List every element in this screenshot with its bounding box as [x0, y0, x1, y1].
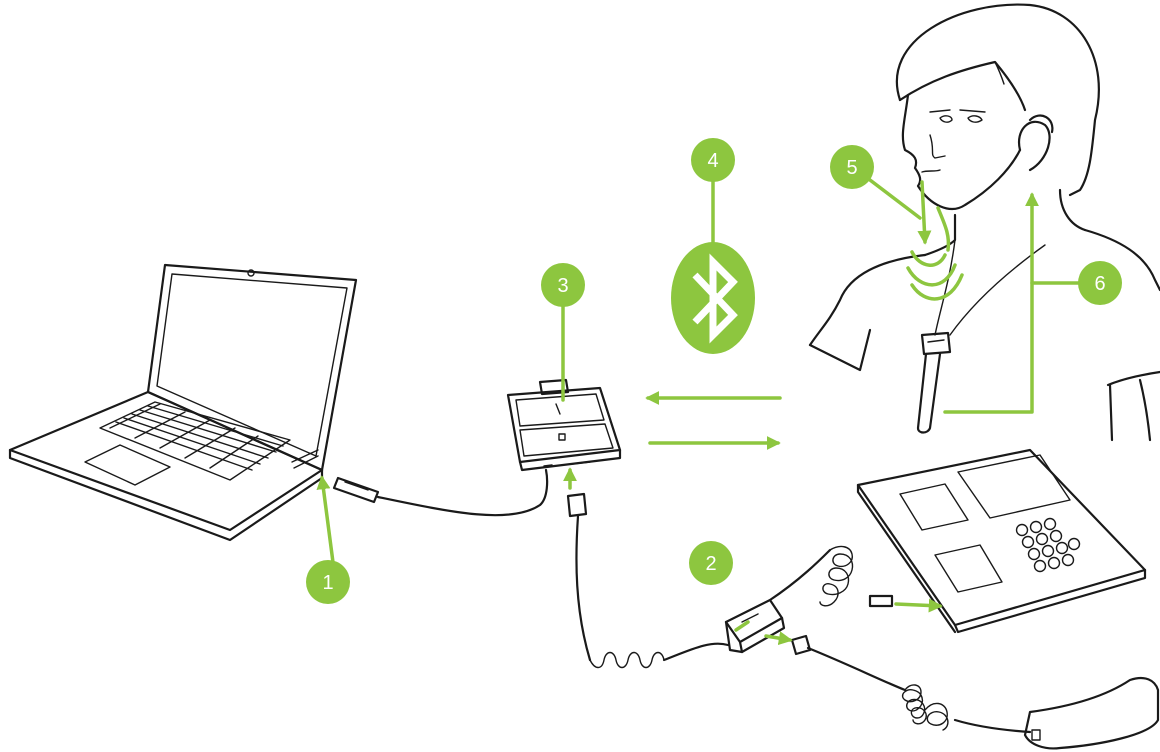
phone-coiled-cord: [820, 547, 892, 606]
person-with-headset-icon: [810, 5, 1160, 440]
arrow-5: [922, 182, 925, 242]
badge-2: 2: [689, 541, 733, 585]
bluetooth-icon: [671, 180, 755, 354]
neck-microphone-icon: [918, 333, 950, 433]
badge-2-label: 2: [705, 553, 716, 575]
badge-1-label: 1: [322, 572, 333, 594]
handset-cord: [792, 636, 1030, 732]
badge-5-label: 5: [846, 157, 857, 179]
badge-4: 4: [691, 138, 735, 182]
handset-icon: [1025, 678, 1158, 748]
badge-6-label: 6: [1094, 273, 1105, 295]
badge-4-label: 4: [707, 150, 718, 172]
arrow-1: [322, 478, 334, 570]
laptop-icon: [10, 265, 356, 540]
badge-6: 6: [1078, 261, 1122, 305]
badge-1: 1: [306, 560, 350, 604]
arrow-2a: [736, 622, 748, 630]
badge-5: 5: [830, 145, 874, 189]
arrow-2c: [896, 604, 940, 606]
badge-3: 3: [541, 263, 585, 400]
arrow-6: [945, 195, 1032, 412]
leader-5: [870, 180, 920, 218]
usb-plug-icon: [334, 470, 547, 515]
badge-3-label: 3: [557, 275, 568, 297]
arrow-2b: [766, 636, 790, 640]
